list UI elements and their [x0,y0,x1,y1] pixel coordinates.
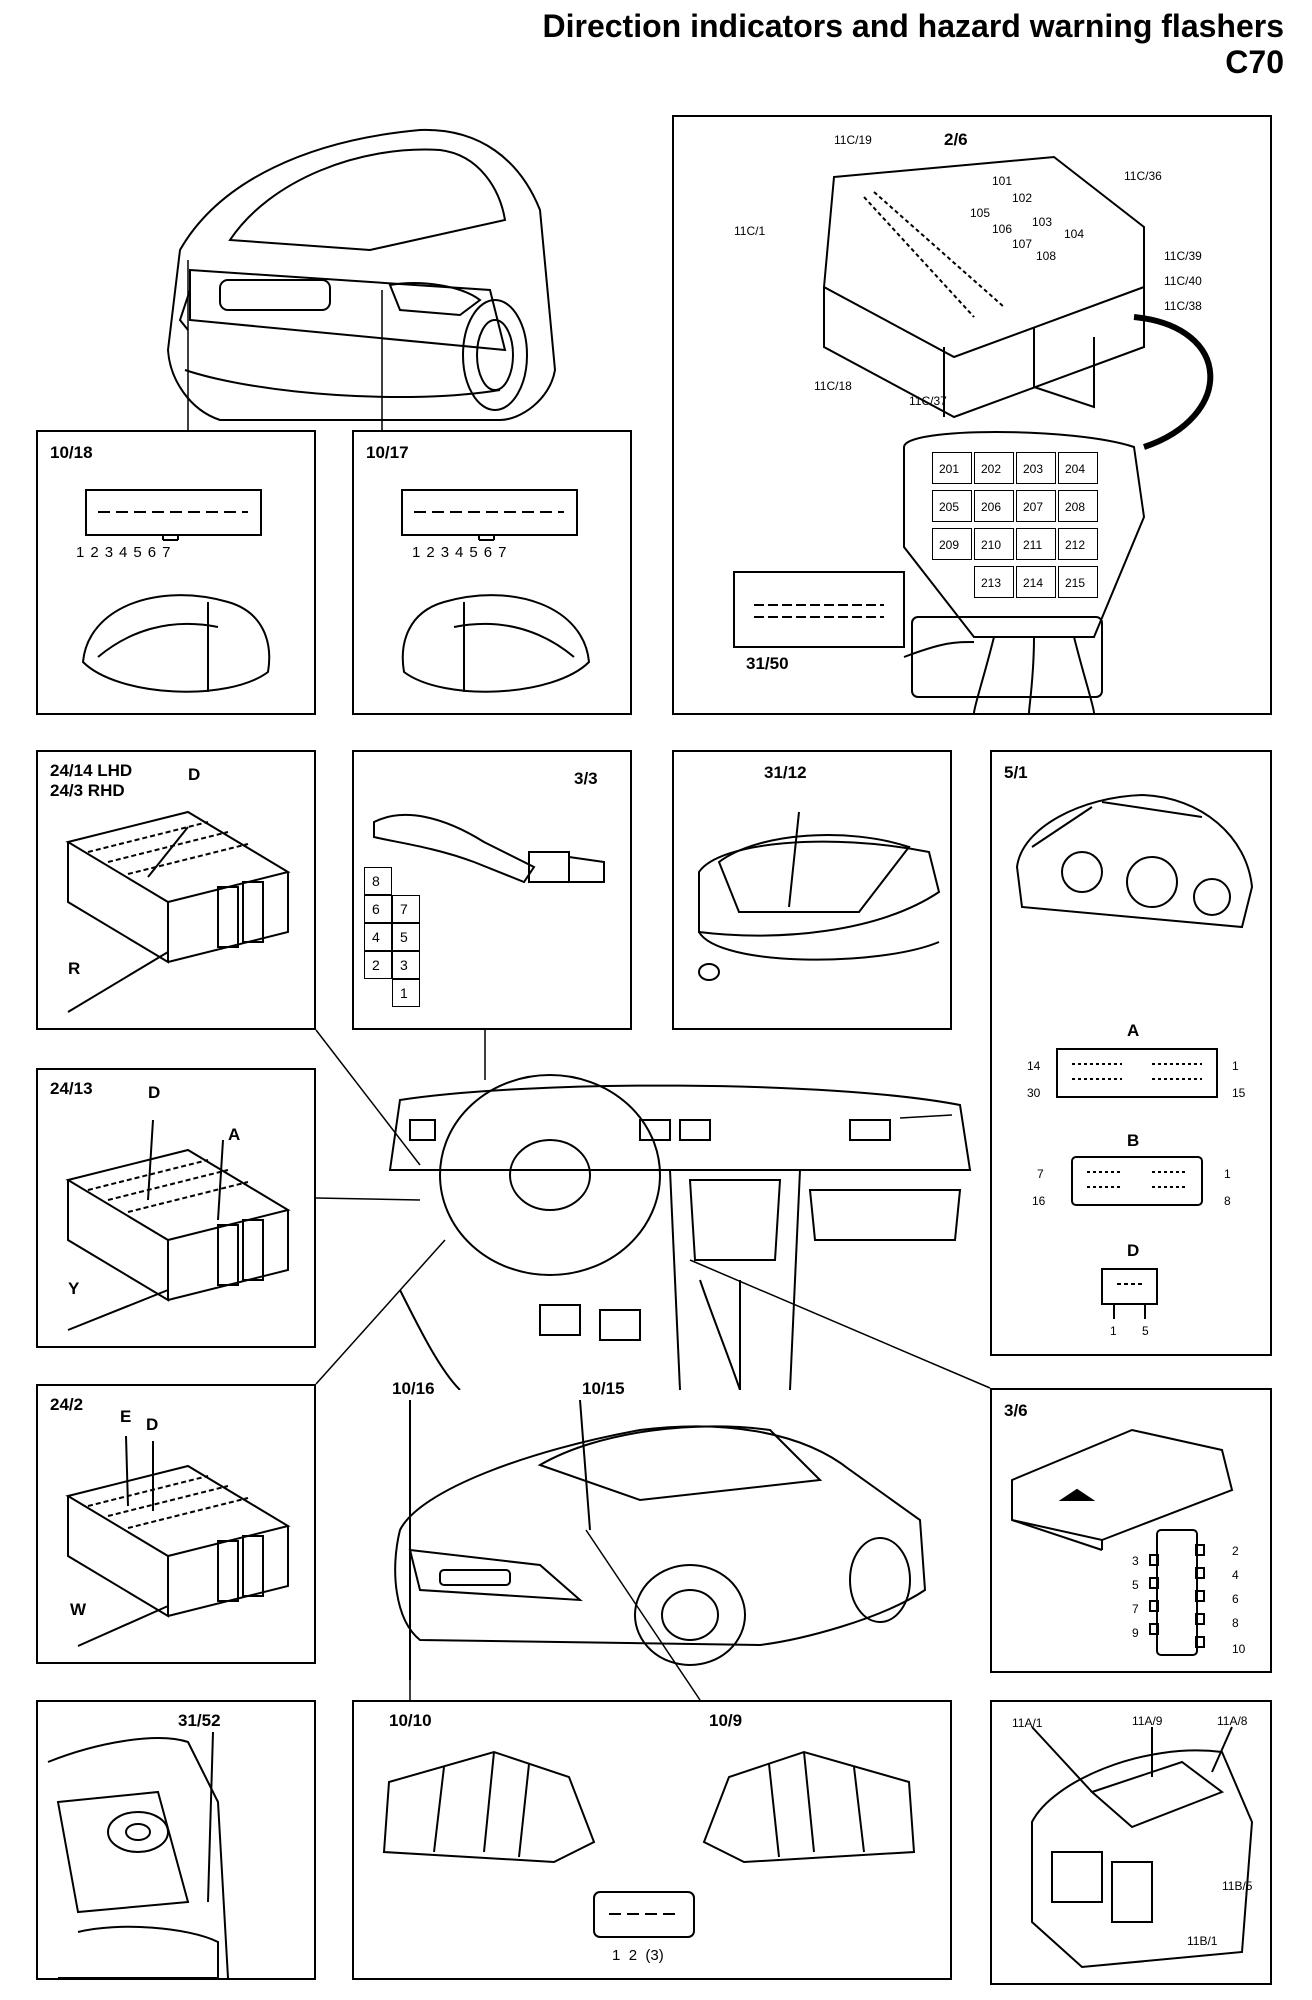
fuse-box-illustration [733,155,1214,713]
panel-3-6: 3/6 3 5 7 9 2 4 6 8 10 [990,1388,1272,1673]
tail-lamp-connector-left [81,489,271,693]
panel-10-17: 10/17 1234567 [352,430,632,715]
connector-block-illustration [65,810,291,1013]
panel-31-12: 31/12 [672,750,952,1030]
panel-label: 10/18 [50,443,93,462]
hazard-switch-illustration [1011,1428,1234,1656]
model-code: C70 [1225,44,1284,80]
connector-b-illustration [1071,1156,1203,1206]
panel-11a-relay-box: 11A/1 11A/9 11A/8 11B/5 11B/1 [990,1700,1272,1985]
callout-10-15: 10/15 [582,1379,625,1398]
relay-box-illustration [1031,1726,1254,1969]
dashboard-illustration [388,1074,972,1390]
panel-label: 31/52 [178,1711,221,1730]
connector-d-illustration [1101,1268,1158,1319]
panel-5-1: 5/1 A 14 1 30 15 B 7 1 16 8 D [990,750,1272,1356]
connector-block-illustration [65,1120,291,1331]
pin-numbers: 1 2 (3) [612,1947,664,1964]
connector-label: 31/50 [746,654,789,673]
panel-label: 3/6 [1004,1401,1028,1420]
panel-label: 10/17 [366,443,409,462]
panel-label: 31/12 [764,763,807,782]
panel-31-52: 31/52 [36,1700,316,1980]
pin-numbers: 1234567 [412,544,513,561]
panel-10-18: 10/18 1234567 [36,430,316,715]
panel-label: 5/1 [1004,763,1028,782]
panel-label-secondary: 24/3 RHD [50,781,125,800]
connector-a-illustration [1056,1048,1218,1098]
panel-label: 24/13 [50,1079,93,1098]
panel-fuse-relay-box: 11C/19 2/6 11C/36 11C/1 11C/39 11C/40 11… [672,115,1272,715]
relay-grid: 201 202 203 204 205 206 207 208 209 210 … [932,452,1112,617]
panel-24-14: 24/14 LHD 24/3 RHD D R [36,750,316,1030]
coupe-front-illustration [394,1400,927,1680]
panel-label: 24/14 LHD [50,761,133,780]
panel-10-10-10-9: 10/10 10/9 1 2 (3) [352,1700,952,1980]
page-title: Direction indicators and hazard warning … [542,8,1285,44]
callout-10-16: 10/16 [392,1379,435,1398]
rear-car-illustration [166,128,557,421]
engine-bay-illustration [47,1731,229,1978]
panel-3-3: 3/3 8 6 7 4 5 2 3 1 [352,750,632,1030]
panel-24-13: 24/13 D A Y [36,1068,316,1348]
panel-label: 3/3 [574,769,598,788]
boot-illustration [698,811,941,981]
panel-24-2: 24/2 E D W [36,1384,316,1664]
pin-numbers: 1234567 [76,544,177,561]
panel-label: 24/2 [50,1395,84,1414]
panel-label: 10/10 [389,1711,432,1730]
tail-lamp-connector-right [401,489,591,693]
pin-grid: 8 6 7 4 5 2 3 1 [364,867,434,1017]
front-indicator-illustration [382,1750,916,1938]
connector-block-illustration [65,1436,291,1647]
instrument-cluster-illustration [1015,793,1254,929]
panel-label: 10/9 [709,1711,743,1730]
indicator-stalk-illustration [373,813,605,884]
